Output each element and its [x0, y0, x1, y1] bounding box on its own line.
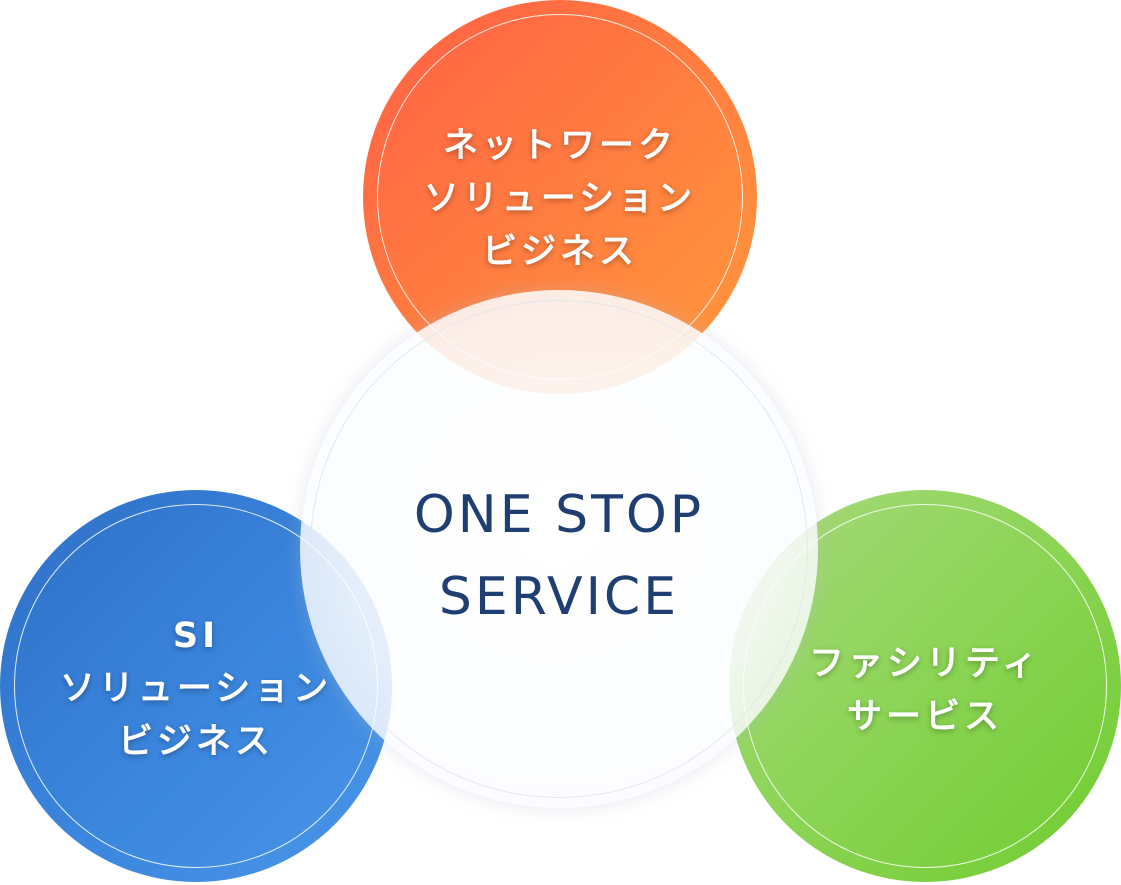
si-label-line-1: SI	[172, 616, 220, 656]
facility-label-line-1: ファシリティ	[809, 644, 1041, 684]
si-label-line-2: ソリューション	[59, 669, 333, 709]
facility-label-line-2: サービス	[846, 697, 1003, 737]
si-label-line-3: ビジネス	[117, 722, 274, 762]
network-label-line-2: ソリューション	[423, 179, 697, 219]
center-title: ONE STOP SERVICE	[300, 474, 818, 638]
one-stop-service-circle: ONE STOP SERVICE	[300, 290, 818, 808]
center-title-line-1: ONE STOP	[413, 485, 705, 545]
network-label-line-3: ビジネス	[481, 232, 638, 272]
network-label-line-1: ネットワーク	[442, 126, 677, 166]
center-title-line-2: SERVICE	[438, 567, 680, 627]
network-circle-label: ネットワーク ソリューション ビジネス	[363, 120, 757, 279]
si-circle-label: SI ソリューション ビジネス	[0, 610, 392, 769]
facility-circle-label: ファシリティ サービス	[729, 638, 1121, 744]
